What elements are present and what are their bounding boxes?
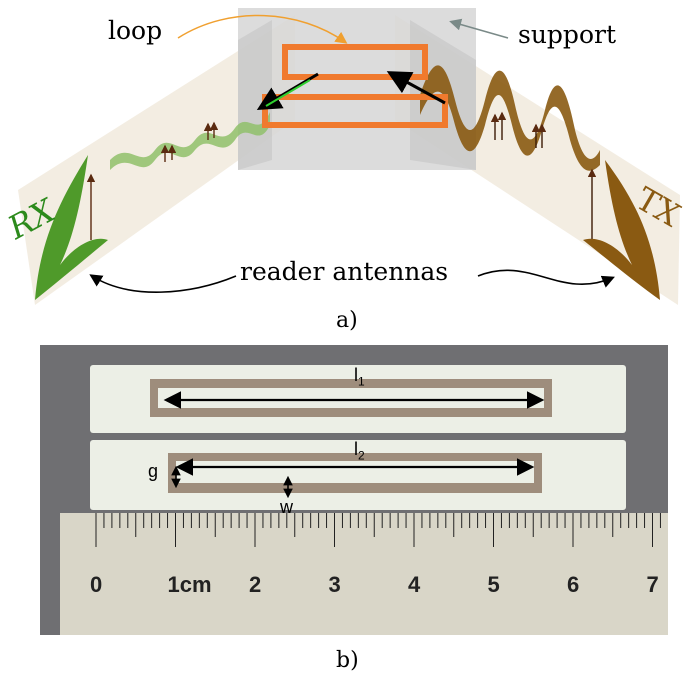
ruler-label: 7 [646, 572, 659, 597]
schematic-svg [18, 8, 680, 305]
ruler-label: 4 [408, 572, 421, 597]
g-label: g [148, 461, 159, 481]
loop-2-inner [176, 461, 534, 483]
reader-antennas-label: reader antennas [240, 257, 449, 286]
ruler-ticks [95, 513, 661, 547]
tx-wave [420, 65, 600, 171]
l1-label: l1 [354, 365, 365, 389]
rx-field-vector [256, 72, 319, 111]
ruler-label: 0 [90, 572, 103, 597]
rx-wave [110, 112, 270, 170]
loop-bottom [262, 94, 448, 128]
loop-1-inner [158, 388, 544, 408]
ruler-label: 2 [249, 572, 262, 597]
antennas-pointer-right [477, 269, 615, 288]
photo-panel: l1 l2 g w 0 1cm 2 3 4 5 6 7 [40, 345, 668, 635]
support-label: support [518, 20, 616, 49]
l2-label: l2 [354, 439, 365, 463]
w-label: w [280, 497, 293, 517]
loop-top [282, 44, 428, 80]
ruler [60, 513, 668, 635]
tx-antenna [583, 160, 660, 300]
rx-field-arrows [86, 121, 219, 240]
antennas-pointer-left [89, 274, 237, 293]
photo-svg [40, 345, 668, 635]
rx-field-vector-highlight [265, 79, 311, 107]
panel-a-label: a) [336, 308, 358, 333]
loop-pointer [177, 14, 348, 44]
panel-b-label: b) [336, 648, 359, 673]
rx-beam-band [18, 15, 295, 305]
schematic-panel: loop support reader antennas RX TX a) [0, 0, 692, 333]
loop-label: loop [108, 16, 163, 45]
ruler-label: 5 [487, 572, 500, 597]
rx-antenna [35, 155, 108, 300]
tx-field-vector [386, 71, 446, 105]
ruler-label: 6 [567, 572, 580, 597]
ruler-label: 1cm [167, 572, 212, 597]
support-pointer [449, 18, 509, 39]
ruler-label: 3 [328, 572, 341, 597]
tx-field-arrows [490, 111, 597, 245]
